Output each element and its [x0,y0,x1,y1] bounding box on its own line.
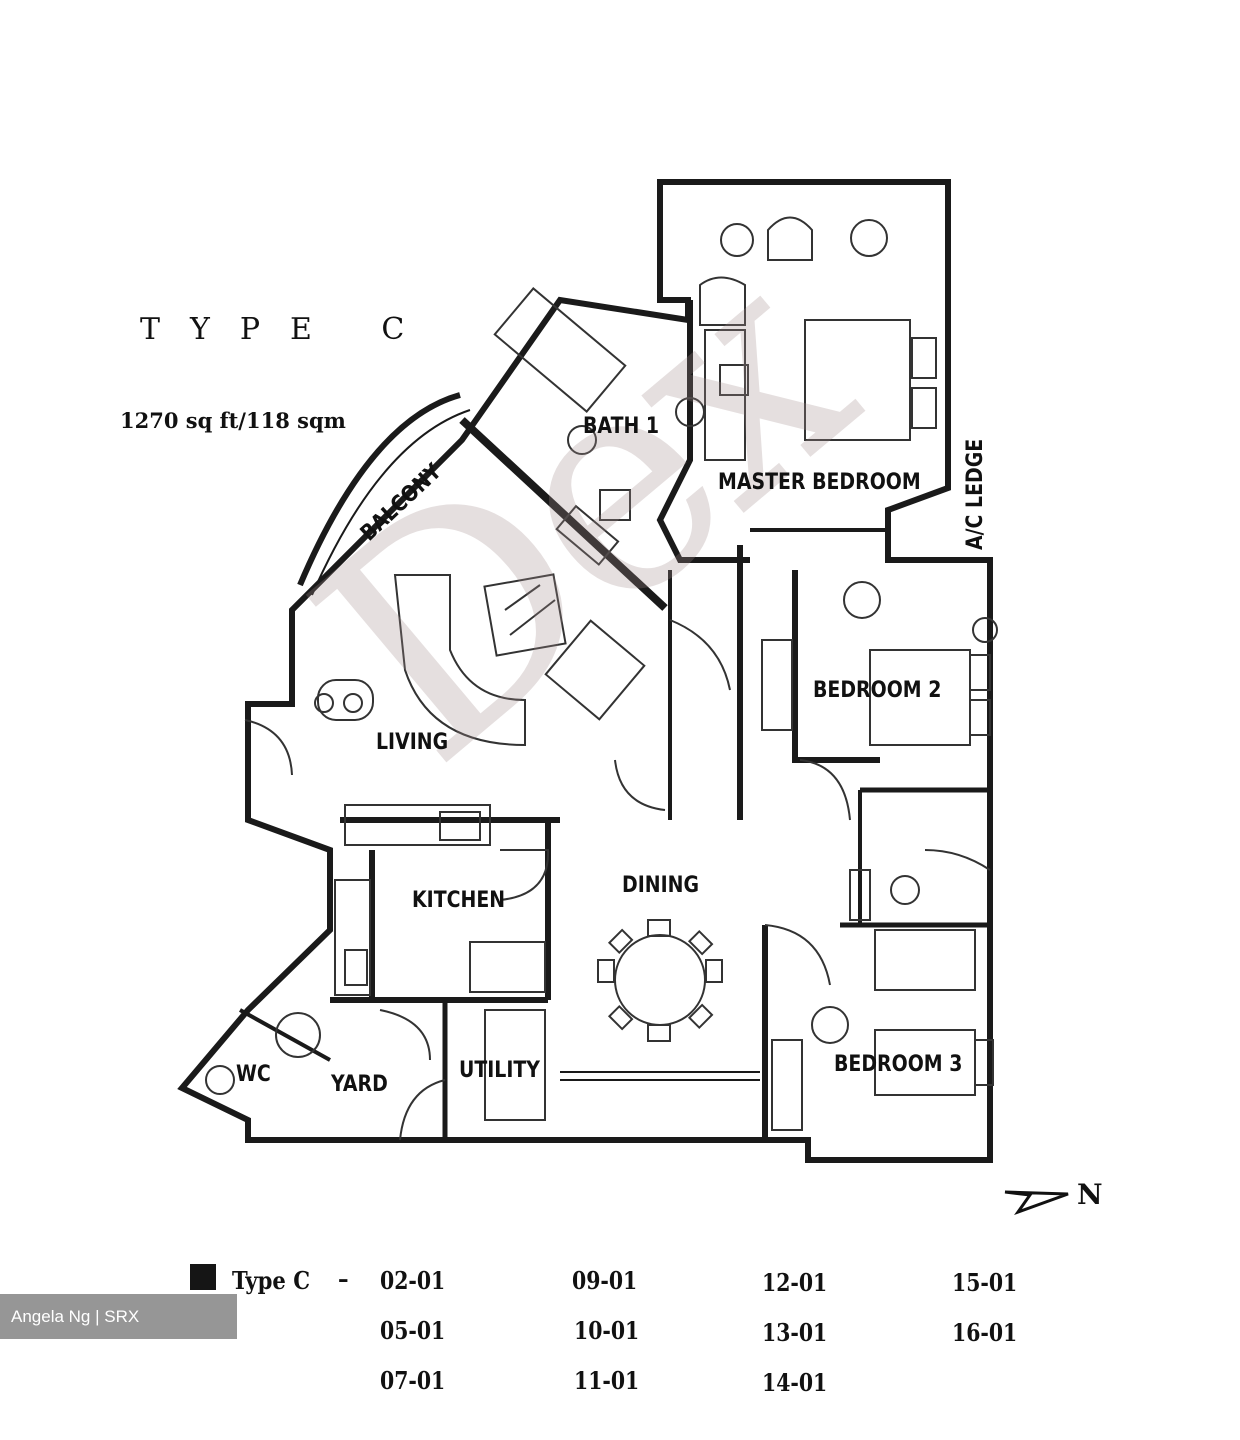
bedroom2-bed [869,649,971,746]
north-label: N [1077,1178,1103,1211]
coffee-table [483,573,567,657]
legend-unit: 02-01 [380,1266,446,1295]
room-label-living: LIVING [376,730,449,755]
room-label-bedroom-2: BEDROOM 2 [813,678,942,703]
room-label-utility: UTILITY [459,1058,541,1083]
legend-unit: 05-01 [380,1316,446,1345]
bath-diagonal-wall [459,417,668,611]
agent-credit-bar: Angela Ng | SRX PROPERTY [0,1294,237,1371]
bedroom2-wall [792,570,880,763]
armchair [544,619,646,721]
outer-wall [177,179,993,1163]
room-label-yard: YARD [331,1072,388,1097]
room-label-wc: WC [236,1062,271,1087]
north-arrow [1004,1190,1069,1216]
legend-unit: 09-01 [572,1266,638,1295]
balcony-arc [297,392,461,587]
room-label-master-bedroom: MASTER BEDROOM [718,470,921,495]
legend-unit: 10-01 [574,1316,640,1345]
room-label-dining: DINING [622,873,699,898]
living-sofa [393,574,526,747]
plan-area: 1270 sq ft/118 sqm [120,408,346,433]
room-label-kitchen: KITCHEN [412,888,506,913]
dining-chairs [597,919,723,1042]
legend-unit: 11-01 [574,1366,640,1395]
legend-unit: 15-01 [952,1268,1018,1297]
master-bed [804,319,911,441]
master-bedroom-wall [656,300,750,563]
legend-dash: – [338,1264,349,1293]
plan-type-title: TYPE C [140,312,435,347]
kitchen-counter [344,804,491,846]
legend-unit: 14-01 [762,1368,828,1397]
legend-unit: 16-01 [952,1318,1018,1347]
legend-unit: 12-01 [762,1268,828,1297]
legend-unit: 13-01 [762,1318,828,1347]
dining-table [614,934,706,1026]
balcony-arc-inner [311,409,471,596]
master-chair-1 [720,223,754,257]
room-label-bath: BATH 1 [583,414,660,439]
legend-type-label: Type C [232,1266,311,1295]
room-label-bedroom-3: BEDROOM 3 [834,1052,963,1077]
bedroom3-bed [874,929,976,991]
wc-wall [239,1008,331,1062]
legend-swatch [190,1264,216,1290]
legend-unit: 07-01 [380,1366,446,1395]
room-label-ac-ledge: A/C LEDGE [963,438,988,550]
bathtub [493,287,627,413]
